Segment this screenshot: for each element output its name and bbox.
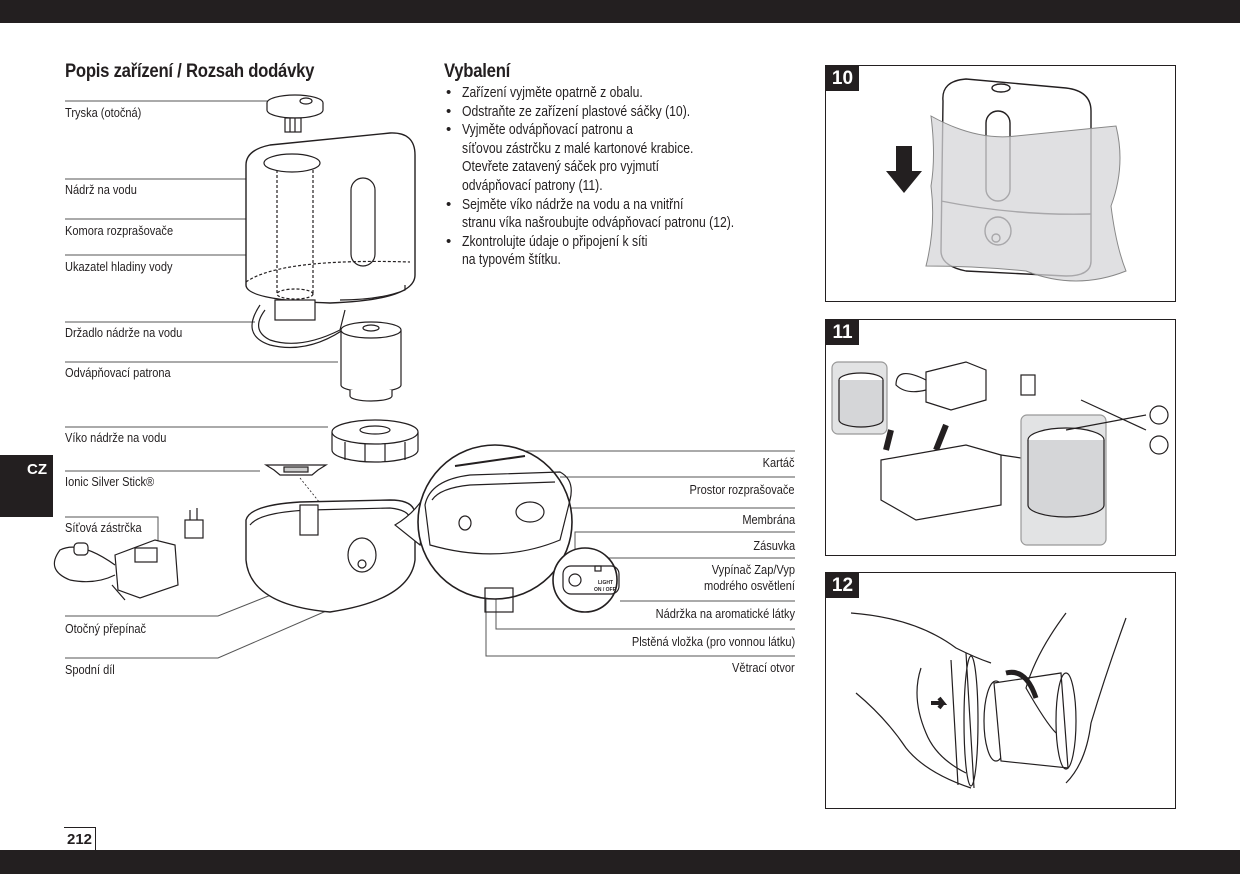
leader-lines [65,100,795,659]
label-tank-lid: Víko nádrže na vodu [65,430,167,445]
label-power-adapter: Síťová zástrčka [65,520,142,535]
label-nebulizer-chamber: Komora rozprašovače [65,223,174,238]
label-water-tank: Nádrž na vodu [65,182,137,197]
up-arrow-icon [883,423,949,452]
right-arrow-icon [931,696,948,710]
unpacking-step: Odstraňte ze zařízení plastové sáčky (10… [444,103,786,122]
unpacking-step: Vyjměte odvápňovací patronu a síťovou zá… [444,121,786,195]
water-tank-drawing [245,132,416,349]
switch-onoff-text: ON / OFF [594,587,616,593]
figure-10: 10 [825,65,1176,302]
label-vent: Větrací otvor [732,660,795,675]
top-bar [0,0,1240,23]
label-ionic-silver-stick: Ionic Silver Stick® [65,474,155,489]
label-socket: Zásuvka [753,538,795,553]
label-brush: Kartáč [763,455,795,470]
down-arrow-icon [886,146,922,193]
figure-11: 11 [825,319,1176,556]
language-tab: CZ [0,455,53,517]
figure-number: 11 [826,320,859,345]
label-water-level-indicator: Ukazatel hladiny vody [65,259,173,274]
label-nozzle: Tryska (otočná) [65,105,142,120]
base-drawing [245,499,416,613]
label-felt-pad: Plstěná vložka (pro vonnou látku) [631,634,795,649]
detail-magnifier [393,444,620,613]
unpacking-step: Sejměte víko nádrže na vodu a na vnitřní… [444,196,786,233]
figure-12-illustration [850,612,1127,789]
bottom-bar [0,850,1240,874]
power-adapter-drawing [53,508,204,601]
page-number: 212 [64,827,96,851]
nozzle-drawing [266,94,324,133]
figure-11-illustration [831,361,1169,546]
figure-10-illustration [886,78,1127,282]
tank-lid-drawing [331,419,419,463]
figure-12: 12 [825,572,1176,809]
unpacking-step: Zařízení vyjměte opatrně z obalu. [444,84,786,103]
unpacking-step: Zkontrolujte údaje o připojení k síti na… [444,233,786,270]
cartridge-drawing [340,321,402,402]
switch-light-text: LIGHT [598,580,613,586]
label-membrane: Membrána [742,512,795,527]
figure-number: 10 [826,66,859,91]
rotate-arrow-icon [1005,669,1039,699]
section-title-unpacking: Vybalení [444,61,511,82]
label-tank-handle: Držadlo nádrže na vodu [65,325,183,340]
figure-number: 12 [826,573,859,598]
label-aroma-container: Nádržka na aromatické látky [655,606,795,621]
label-nebulizer-compartment: Prostor rozprašovače [689,482,795,497]
language-code: CZ [27,461,47,478]
unpacking-steps: Zařízení vyjměte opatrně z obalu. Odstra… [444,84,786,270]
label-base: Spodní díl [65,662,115,677]
label-rotary-switch: Otočný přepínač [65,621,147,636]
section-title-description: Popis zařízení / Rozsah dodávky [65,61,315,82]
label-decalcifying-cartridge: Odvápňovací patrona [65,365,171,380]
